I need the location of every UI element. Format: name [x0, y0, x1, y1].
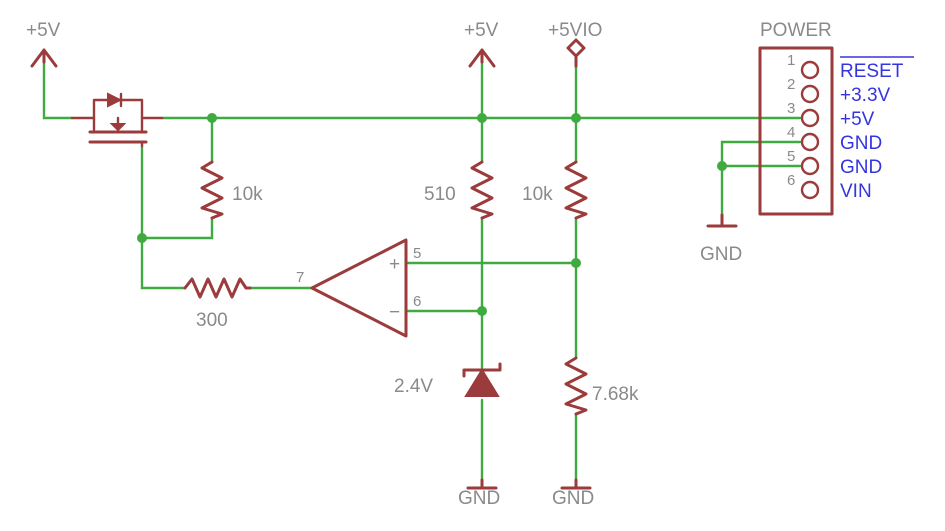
pin-net-label: GND — [840, 157, 882, 178]
wires — [42, 60, 802, 482]
resistor-zigzag-icon — [183, 277, 252, 299]
wire-5v-left — [42, 60, 74, 120]
ground-icon — [560, 478, 592, 490]
resistor-label: 300 — [196, 310, 228, 331]
connector-pin-1: 1 RESET — [787, 52, 914, 82]
resistor-510: 510 — [424, 160, 494, 220]
diode-triangle-icon — [107, 92, 123, 108]
pin-number: 1 — [787, 52, 795, 69]
resistor-10k-gate: 10k — [200, 160, 263, 220]
opamp-plus-sign: + — [389, 254, 400, 275]
pin-ring-icon — [800, 180, 820, 200]
supply-diamond-icon — [566, 38, 586, 68]
ground-connector: GND — [700, 213, 742, 265]
supply-label: +5V — [464, 20, 499, 41]
zener-bar-icon — [462, 362, 502, 378]
connector-pin-5: 5 GND — [787, 148, 882, 178]
wire-gate-res-bottom — [140, 216, 214, 240]
opamp-pin-out: 7 — [296, 269, 304, 286]
junction-dot — [571, 113, 581, 123]
pin-number: 6 — [787, 172, 795, 189]
junction-dot — [207, 113, 217, 123]
zener-label: 2.4V — [394, 376, 433, 397]
mosfet-body-diode-path — [70, 98, 164, 120]
ground-zener: GND — [458, 478, 500, 509]
wire-gnd-pin4 — [720, 140, 802, 217]
pin-ring-icon — [800, 60, 820, 80]
junction-dot — [717, 161, 727, 171]
resistor-zigzag-icon — [200, 160, 224, 220]
supply-arrow-icon — [468, 48, 496, 68]
resistor-label: 7.68k — [592, 384, 639, 405]
connector-pin-4: 4 GND — [787, 124, 882, 154]
pin-net-label: RESET — [840, 61, 904, 82]
pin-number: 2 — [787, 76, 795, 93]
ground-icon — [466, 478, 498, 490]
junction-dot — [137, 233, 147, 243]
zener-triangle-icon — [464, 368, 500, 397]
opamp-minus-sign: − — [389, 302, 400, 323]
resistor-label: 10k — [522, 184, 553, 205]
pin-net-label: VIN — [840, 181, 872, 202]
connector-pin-3: 3 +5V — [787, 100, 875, 130]
connector-body — [758, 46, 834, 216]
junction-dot — [571, 258, 581, 268]
ground-divider: GND — [552, 478, 594, 509]
connector-pin-6: 6 VIN — [787, 172, 872, 202]
ground-icon — [706, 213, 738, 228]
ground-label: GND — [552, 488, 594, 509]
mosfet — [70, 92, 164, 148]
supply-label: +5VIO — [548, 20, 602, 41]
wire-gate — [140, 144, 187, 290]
pin-ring-icon — [800, 132, 820, 152]
resistor-300: 300 — [183, 277, 252, 331]
resistor-label: 510 — [424, 184, 456, 205]
opamp-pin-minus: 6 — [413, 293, 421, 310]
pin-net-label: GND — [840, 133, 882, 154]
junction-dot — [477, 306, 487, 316]
supply-5v-left: +5V — [26, 20, 61, 68]
supply-label: +5V — [26, 20, 61, 41]
resistor-zigzag-icon — [564, 356, 588, 416]
supply-arrow-icon — [30, 48, 58, 68]
resistor-zigzag-icon — [470, 160, 494, 220]
connector-pin-2: 2 +3.3V — [787, 76, 891, 106]
ground-label: GND — [700, 244, 742, 265]
opamp-pin-plus: 5 — [413, 245, 421, 262]
supply-5vio: +5VIO — [548, 20, 602, 68]
power-connector: POWER 1 RESET 2 +3.3V 3 +5V 4 GND 5 GND — [758, 20, 914, 216]
resistor-label: 10k — [232, 184, 263, 205]
opamp-triangle-icon — [310, 238, 408, 338]
pin-ring-icon — [800, 108, 820, 128]
pin-net-label: +5V — [840, 109, 875, 130]
zener-diode: 2.4V — [394, 362, 502, 397]
resistor-10k-top: 10k — [522, 160, 588, 220]
mosfet-arrow-icon — [109, 123, 127, 132]
ground-label: GND — [458, 488, 500, 509]
pin-net-label: +3.3V — [840, 85, 891, 106]
junctions — [137, 113, 727, 316]
connector-title: POWER — [760, 20, 832, 41]
resistor-zigzag-icon — [564, 160, 588, 220]
pin-number: 3 — [787, 100, 795, 117]
supply-5v-mid: +5V — [464, 20, 499, 68]
junction-dot — [477, 113, 487, 123]
opamp: + − 7 5 6 — [296, 238, 421, 338]
resistor-7-68k: 7.68k — [564, 356, 639, 416]
pin-number: 5 — [787, 148, 795, 165]
pin-ring-icon — [800, 156, 820, 176]
pin-ring-icon — [800, 84, 820, 104]
pin-number: 4 — [787, 124, 795, 141]
